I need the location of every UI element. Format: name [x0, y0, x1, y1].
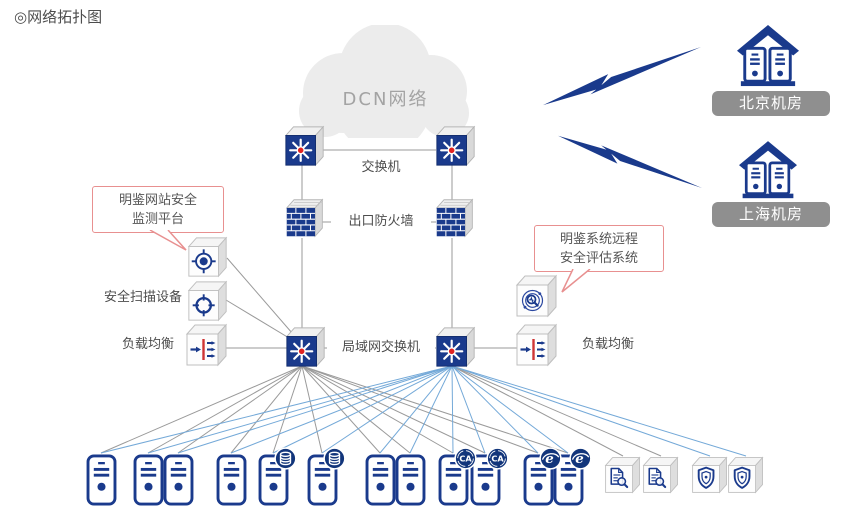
ca-badge-icon — [486, 447, 509, 470]
assessment-callout-line2: 安全评估系统 — [559, 250, 638, 266]
remote-assessment-icon — [514, 273, 560, 319]
switch-icon — [283, 124, 327, 168]
ie-badge-icon — [569, 447, 592, 470]
ca-badge-icon — [454, 447, 477, 470]
database-badge-icon — [274, 447, 297, 470]
monitor-platform-target-icon — [186, 235, 230, 279]
load-balancer-icon — [184, 322, 230, 368]
shield-icon — [726, 455, 766, 495]
database-badge-icon — [323, 447, 346, 470]
lan-switch-icon — [434, 325, 478, 369]
monitor-callout-tail — [149, 230, 187, 251]
assessment-callout-line1: 明鉴系统远程 — [559, 231, 638, 247]
dcn-cloud: DCN网络 — [283, 23, 488, 153]
load-balancer-right-label: 负载均衡 — [574, 337, 642, 353]
server-icon — [216, 454, 247, 506]
monitor-callout-line2: 监测平台 — [131, 211, 184, 227]
server-icon — [365, 454, 396, 506]
assessment-callout: 明鉴系统远程 安全评估系统 — [534, 225, 664, 272]
lightning-bolt-icon — [558, 134, 702, 188]
monitor-platform-callout: 明鉴网站安全 监测平台 — [92, 186, 224, 233]
monitor-callout-line1: 明鉴网站安全 — [118, 192, 197, 208]
switch-icon — [434, 124, 478, 168]
lan-switch-icon — [284, 325, 328, 369]
server-icon — [163, 454, 194, 506]
cloud-icon — [299, 23, 469, 153]
assessment-callout-tail — [561, 269, 591, 293]
cloud-label: DCN网络 — [342, 89, 429, 110]
firewall-icon — [284, 197, 326, 239]
load-balancer-left-label: 负载均衡 — [114, 337, 182, 353]
security-scanner-crosshair-icon — [186, 279, 230, 323]
datacenter-building-icon — [737, 24, 799, 90]
ie-badge-icon — [539, 447, 562, 470]
firewall-icon — [434, 197, 476, 239]
document-audit-icon — [603, 455, 643, 495]
firewall-label: 出口防火墙 — [331, 214, 431, 230]
load-balancer-icon — [514, 322, 560, 368]
beijing-datacenter-label: 北京机房 — [712, 91, 830, 116]
switch-label: 交换机 — [336, 160, 426, 176]
shield-icon — [690, 455, 730, 495]
scanner-label: 安全扫描设备 — [98, 290, 188, 306]
document-audit-icon — [641, 455, 681, 495]
page-title: ◎网络拓扑图 — [14, 8, 103, 26]
shanghai-datacenter-label: 上海机房 — [712, 202, 830, 227]
datacenter-building-icon — [739, 140, 797, 202]
server-icon — [133, 454, 164, 506]
server-icon — [395, 454, 426, 506]
lan-switch-label: 局域网交换机 — [327, 340, 435, 356]
lightning-bolt-icon — [543, 47, 701, 107]
server-icon — [86, 454, 117, 506]
